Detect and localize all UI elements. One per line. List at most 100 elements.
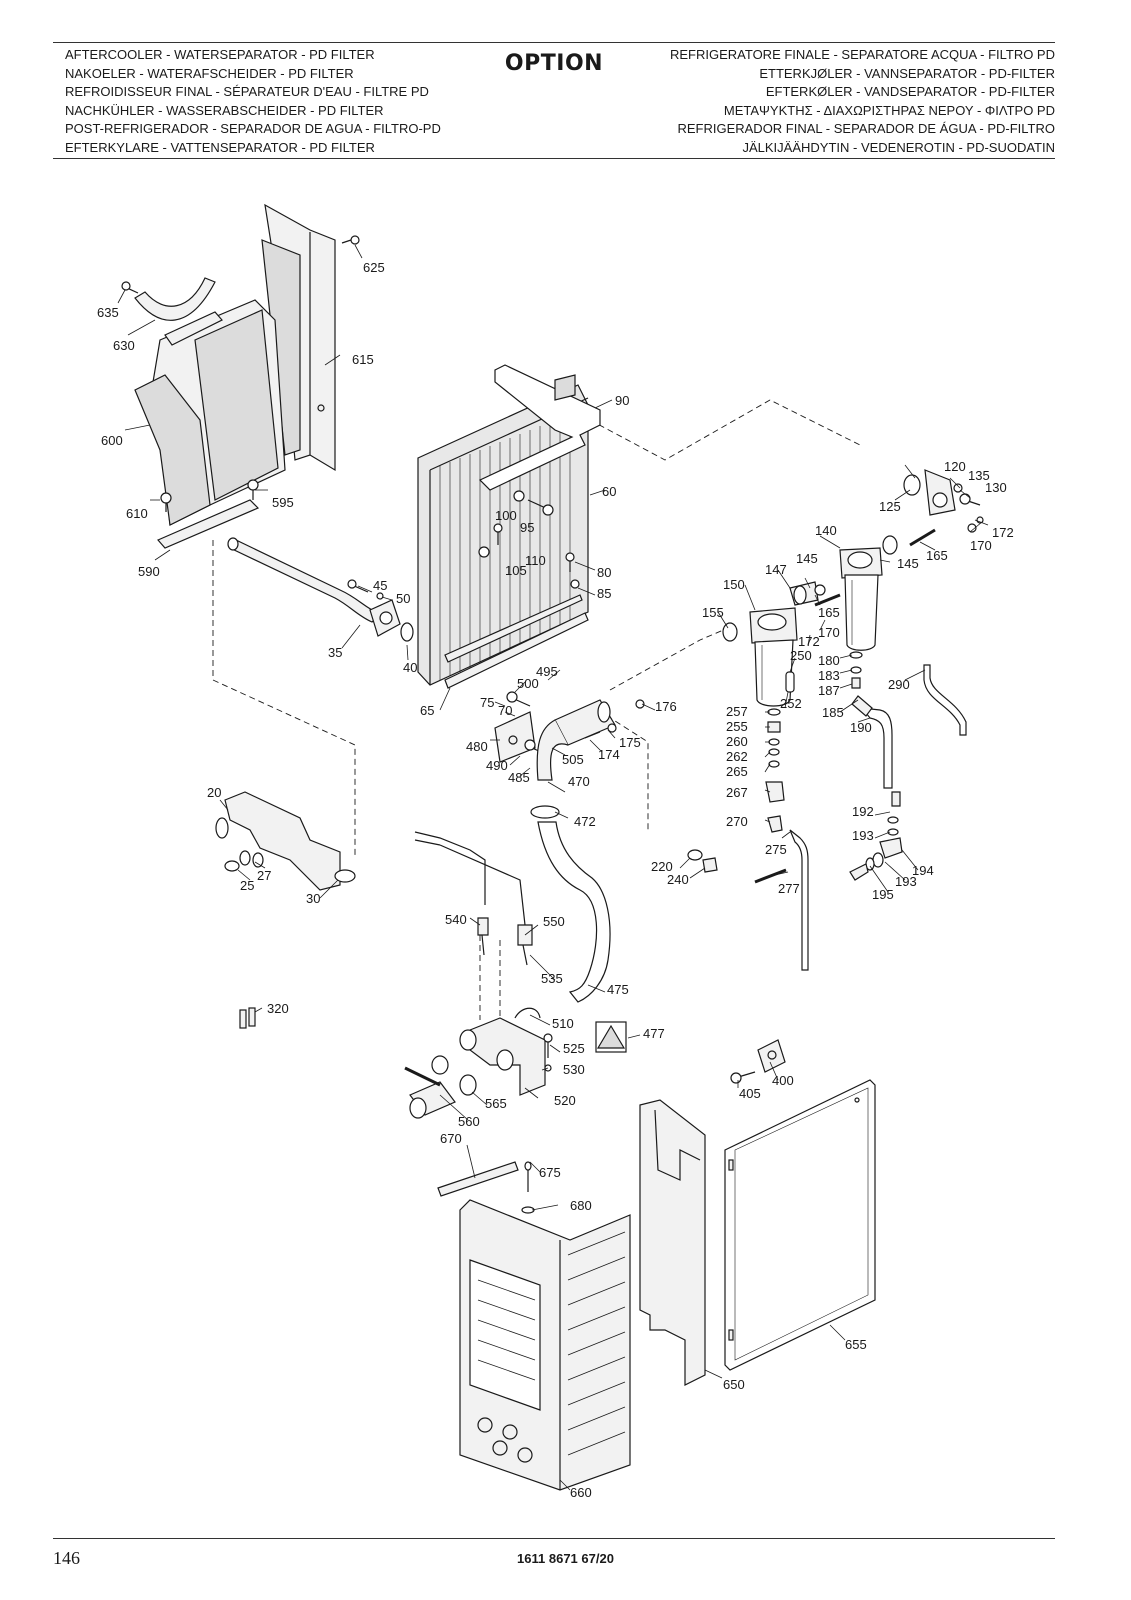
part-label: 105 xyxy=(505,563,527,578)
part-label: 500 xyxy=(517,676,539,691)
part-label: 670 xyxy=(440,1131,462,1146)
manifold-20 xyxy=(215,791,356,891)
part-label: 472 xyxy=(574,814,596,829)
door-655 xyxy=(724,1079,876,1371)
part-label: 600 xyxy=(101,433,123,448)
part-label: 490 xyxy=(486,758,508,773)
filter-150 xyxy=(722,581,841,707)
part-label: 290 xyxy=(888,677,910,692)
part-label: 275 xyxy=(765,842,787,857)
header-left-line: POST-REFRIGERADOR - SEPARADOR DE AGUA - … xyxy=(65,121,441,137)
part-label: 505 xyxy=(562,752,584,767)
part-label: 20 xyxy=(207,785,221,800)
bracket-400 xyxy=(730,1039,786,1084)
part-label: 565 xyxy=(485,1096,507,1111)
part-label: 262 xyxy=(726,749,748,764)
hose-290 xyxy=(923,664,967,736)
header-left-line: NAKOELER - WATERAFSCHEIDER - PD FILTER xyxy=(65,65,354,81)
part-label: 35 xyxy=(328,645,342,660)
document-code: 1611 8671 67/20 xyxy=(517,1551,614,1566)
part-label: 50 xyxy=(396,591,410,606)
hose-475 xyxy=(537,821,611,1003)
part-label: 165 xyxy=(818,605,840,620)
panel-615 xyxy=(261,203,336,472)
filter-head-120 xyxy=(882,469,984,555)
header-right-line: EFTERKØLER - VANDSEPARATOR - PD-FILTER xyxy=(765,84,1055,100)
pipe-35 xyxy=(227,537,414,642)
part-label: 176 xyxy=(655,699,677,714)
part-label: 477 xyxy=(643,1026,665,1041)
part-label: 520 xyxy=(554,1093,576,1108)
header-right-titles: REFRIGERATORE FINALE - SEPARATORE ACQUA … xyxy=(670,46,1055,158)
part-label: 535 xyxy=(541,971,563,986)
part-label: 120 xyxy=(944,459,966,474)
part-label: 655 xyxy=(845,1337,867,1352)
part-label: 255 xyxy=(726,719,748,734)
header-left-line: AFTERCOOLER - WATERSEPARATOR - PD FILTER xyxy=(65,47,375,62)
page-number: 146 xyxy=(53,1548,80,1568)
part-label: 625 xyxy=(363,260,385,275)
bracket-630 xyxy=(134,277,223,346)
part-label: 183 xyxy=(818,668,840,683)
part-label: 277 xyxy=(778,881,800,896)
plugs-220-240 xyxy=(687,849,718,873)
part-label: 175 xyxy=(619,735,641,750)
part-label: 70 xyxy=(498,703,512,718)
part-number-labels: 625 635 630 615 600 610 595 590 90 60 10… xyxy=(97,260,1014,1500)
filter-140 xyxy=(839,547,883,651)
panel-650 xyxy=(639,1099,706,1386)
part-label: 405 xyxy=(739,1086,761,1101)
part-label: 172 xyxy=(992,525,1014,540)
option-title: OPTION xyxy=(504,51,604,76)
part-label: 590 xyxy=(138,564,160,579)
strip-670 xyxy=(437,1161,535,1214)
leader-lines xyxy=(117,244,989,1491)
part-label: 85 xyxy=(597,586,611,601)
part-label: 400 xyxy=(772,1073,794,1088)
drain-fittings xyxy=(849,651,903,881)
part-label: 30 xyxy=(306,891,320,906)
part-label: 100 xyxy=(495,508,517,523)
part-label: 615 xyxy=(352,352,374,367)
part-label: 192 xyxy=(852,804,874,819)
part-label: 220 xyxy=(651,859,673,874)
part-label: 190 xyxy=(850,720,872,735)
part-label: 145 xyxy=(897,556,919,571)
part-label: 110 xyxy=(525,553,546,568)
header-right-line: JÄLKIJÄÄHDYTIN - VEDENEROTIN - PD-SUODAT… xyxy=(742,139,1055,155)
fitting-320 xyxy=(239,1007,256,1029)
part-label: 265 xyxy=(726,764,748,779)
part-label: 475 xyxy=(607,982,629,997)
plate-590 xyxy=(157,499,260,549)
part-label: 470 xyxy=(568,774,590,789)
part-label: 45 xyxy=(373,578,387,593)
part-label: 40 xyxy=(403,660,417,675)
header-left-line: EFTERKYLARE - VATTENSEPARATOR - PD FILTE… xyxy=(65,139,375,155)
part-label: 630 xyxy=(113,338,135,353)
part-label: 195 xyxy=(872,887,894,902)
bracket-480 xyxy=(494,691,549,763)
header-right-line: REFRIGERATORE FINALE - SEPARATORE ACQUA … xyxy=(669,47,1055,62)
part-label: 320 xyxy=(267,1001,289,1016)
part-label: 27 xyxy=(257,868,271,883)
part-label: 193 xyxy=(895,874,917,889)
part-label: 257 xyxy=(726,704,748,719)
frame-90 xyxy=(478,364,601,491)
part-label: 25 xyxy=(240,878,254,893)
part-label: 270 xyxy=(726,814,748,829)
part-label: 194 xyxy=(912,863,934,878)
page-header: AFTERCOOLER - WATERSEPARATOR - PD FILTER… xyxy=(53,42,1055,159)
part-label: 550 xyxy=(543,914,565,929)
part-label: 595 xyxy=(272,495,294,510)
part-label: 150 xyxy=(723,577,745,592)
part-label: 125 xyxy=(879,499,901,514)
part-label: 267 xyxy=(726,785,748,800)
elbow-505 xyxy=(530,699,645,819)
screws-core xyxy=(478,490,580,589)
header-right-line: ETTERKJØLER - VANNSEPARATOR - PD-FILTER xyxy=(759,65,1055,81)
screws-top-left xyxy=(121,235,360,512)
header-left-titles: AFTERCOOLER - WATERSEPARATOR - PD FILTER… xyxy=(65,46,441,158)
part-label: 610 xyxy=(126,506,148,521)
part-label: 90 xyxy=(615,393,629,408)
